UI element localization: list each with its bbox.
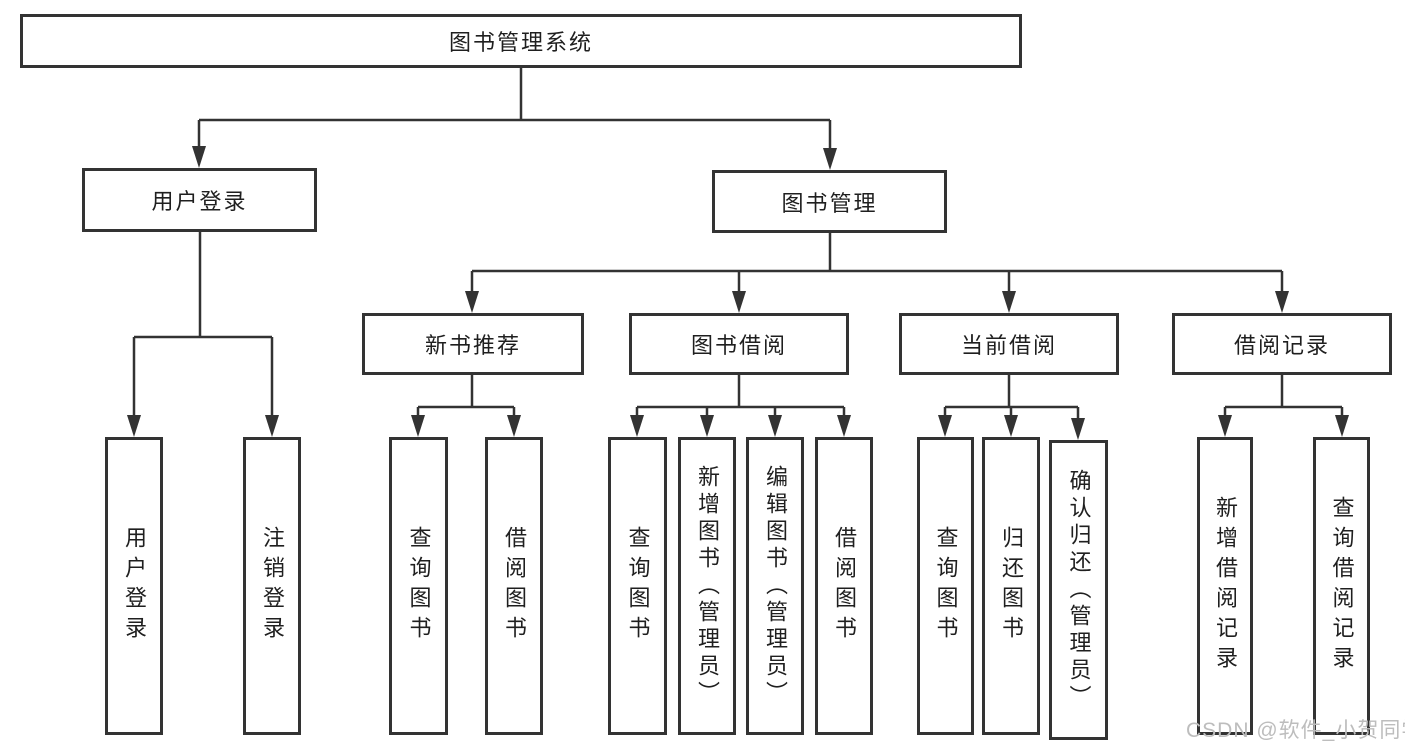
leaf-query-borrow-record: 查询借阅记录 (1313, 437, 1370, 735)
leaf-edit-books-admin: 编辑图书（管理员） (746, 437, 804, 735)
arrowhead (1335, 415, 1349, 437)
arrowhead (507, 415, 521, 437)
arrowhead (1071, 418, 1085, 440)
connector-current-borrow-children (943, 375, 1080, 420)
node-book-borrow: 图书借阅 (629, 313, 849, 375)
arrowhead (465, 291, 479, 313)
node-book-management: 图书管理 (712, 170, 947, 233)
leaf-query-books-3: 查询图书 (917, 437, 974, 735)
leaf-query-books-2: 查询图书 (608, 437, 667, 735)
leaf-borrow-books-2: 借阅图书 (815, 437, 873, 735)
arrowhead (837, 415, 851, 437)
connector-book-management-groups (470, 233, 1284, 295)
node-current-borrow: 当前借阅 (899, 313, 1119, 375)
node-new-book-recommend: 新书推荐 (362, 313, 584, 375)
arrowhead (1004, 415, 1018, 437)
node-system-root: 图书管理系统 (20, 14, 1022, 68)
leaf-user-login: 用户登录 (105, 437, 163, 735)
arrowhead (700, 415, 714, 437)
arrowhead (630, 415, 644, 437)
leaf-query-books-1: 查询图书 (389, 437, 448, 735)
node-user-login: 用户登录 (82, 168, 317, 232)
arrowhead (768, 415, 782, 437)
arrowhead (823, 148, 837, 170)
csdn-watermark: CSDN @软件_小贺同学 (1186, 719, 1405, 742)
arrowhead (938, 415, 952, 437)
node-borrow-record: 借阅记录 (1172, 313, 1392, 375)
leaf-logout: 注销登录 (243, 437, 301, 735)
leaf-confirm-return-admin: 确认归还（管理员） (1049, 440, 1108, 740)
connector-borrow-record-children (1223, 375, 1344, 418)
arrowhead (265, 415, 279, 437)
leaf-add-books-admin: 新增图书（管理员） (678, 437, 736, 735)
arrowhead (1275, 291, 1289, 313)
arrowhead (1218, 415, 1232, 437)
leaf-return-books: 归还图书 (982, 437, 1040, 735)
arrowhead (732, 291, 746, 313)
leaf-add-borrow-record: 新增借阅记录 (1197, 437, 1253, 735)
connector-new-book-children (416, 375, 516, 418)
connector-root-to-level2 (197, 68, 832, 152)
connector-user-login-children (132, 232, 274, 418)
arrowhead (411, 415, 425, 437)
connector-book-borrow-children (635, 375, 846, 418)
arrowhead (192, 146, 206, 168)
arrowhead (127, 415, 141, 437)
leaf-borrow-books-1: 借阅图书 (485, 437, 543, 735)
arrowheads (127, 146, 1349, 440)
arrowhead (1002, 291, 1016, 313)
